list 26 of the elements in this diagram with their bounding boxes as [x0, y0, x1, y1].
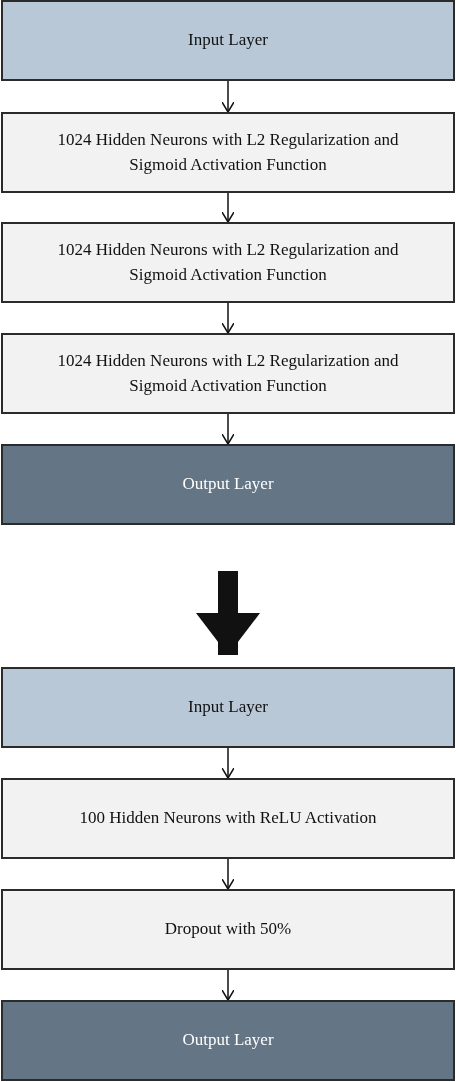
input-layer-box — [1, 667, 455, 748]
layer-label: 100 Hidden Neurons with ReLU Activation — [78, 807, 378, 830]
big-arrow — [196, 571, 260, 655]
arrow — [221, 747, 235, 779]
layer-label: Output Layer — [181, 1029, 275, 1052]
output-layer-box — [1, 1000, 455, 1081]
hidden-layer-box — [1, 778, 455, 859]
hidden-layer-box — [1, 222, 455, 303]
layer-label: 1024 Hidden Neurons with L2 Regularization and Sigmoid Activation Function — [56, 349, 400, 397]
layer-label: Dropout with 50% — [163, 918, 293, 941]
hidden-layer-box — [1, 889, 455, 970]
hidden-layer-box — [1, 333, 455, 414]
output-layer-box — [1, 444, 455, 525]
arrow — [221, 858, 235, 890]
arrow — [221, 413, 235, 445]
arrow — [221, 302, 235, 334]
arrow — [221, 80, 235, 113]
layer-label: Input Layer — [187, 696, 269, 719]
layer-label: Input Layer — [187, 29, 269, 52]
input-layer-box — [1, 0, 455, 81]
layer-label: 1024 Hidden Neurons with L2 Regularization and Sigmoid Activation Function — [56, 238, 400, 286]
arrow — [221, 969, 235, 1001]
layer-label: 1024 Hidden Neurons with L2 Regularization and Sigmoid Activation Function — [56, 128, 400, 176]
arrow — [221, 192, 235, 223]
hidden-layer-box — [1, 112, 455, 193]
layer-label: Output Layer — [181, 473, 275, 496]
